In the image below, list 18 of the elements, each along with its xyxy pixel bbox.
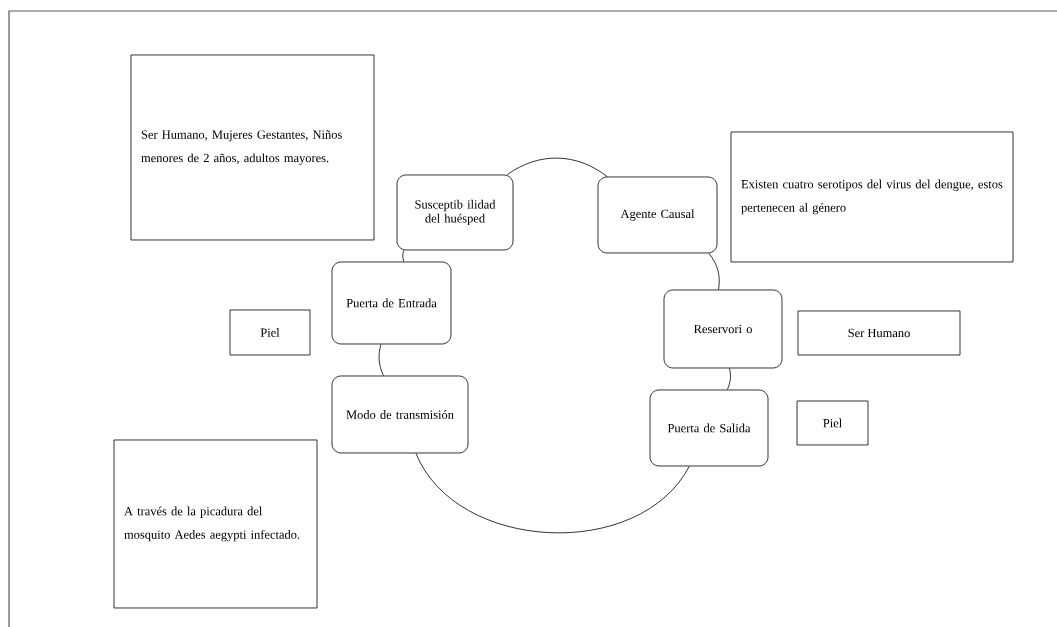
connector-arc (402, 250, 405, 262)
connector-arc (378, 344, 384, 376)
text-box: A través de la picadura del mosquito Aedes aegypti infectado. (113, 439, 318, 609)
text-box: Piel (229, 309, 311, 356)
connector-arc (415, 453, 690, 534)
text-box: Existen cuatro serotipos del virus del dengue, estos pertenecen al género (730, 131, 1014, 263)
text-box: Ser Humano (797, 310, 961, 356)
connector-arc (506, 157, 608, 177)
process-box: Reservori o (663, 289, 783, 369)
process-box: Modo de transmisión (331, 375, 469, 454)
process-box: Agente Causal (597, 176, 718, 254)
text-box: Ser Humano, Mujeres Gestantes, Niños menores de 2 años, adultos mayores. (130, 54, 375, 241)
connector-arc (708, 253, 720, 290)
connector-arc (726, 368, 731, 390)
process-box: Puerta de Entrada (331, 261, 452, 345)
process-box: Puerta de Salida (649, 389, 769, 467)
text-box: Piel (796, 400, 869, 446)
process-box: Susceptib ilidad del huésped (396, 174, 514, 251)
